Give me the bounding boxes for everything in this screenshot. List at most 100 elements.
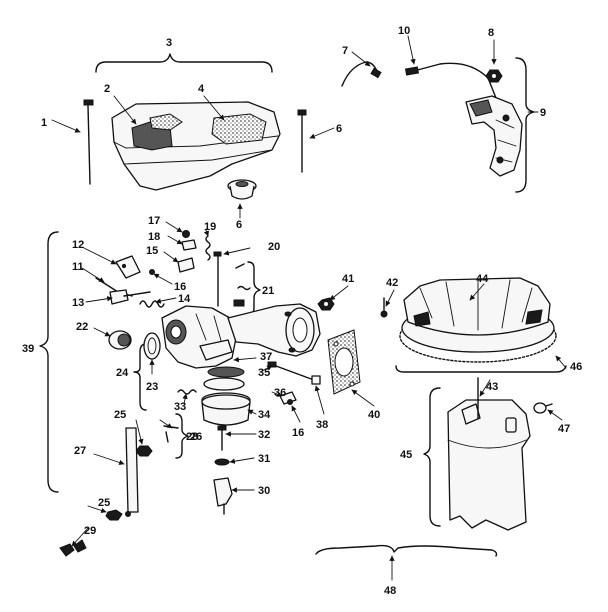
spring-14 <box>139 300 165 308</box>
spring-33 <box>177 389 197 395</box>
callout-13: 13 <box>72 297 84 309</box>
callout-1: 1 <box>41 117 47 129</box>
engine-block <box>447 399 531 531</box>
throttle-cable <box>315 544 498 557</box>
spring-19 <box>205 235 211 261</box>
fuel-bowl <box>201 377 251 426</box>
callout-25-top: 25 <box>114 409 126 421</box>
blower-group <box>380 277 567 373</box>
callout-19: 19 <box>204 221 216 233</box>
callout-9: 9 <box>540 107 546 119</box>
callout-22: 22 <box>76 321 88 333</box>
callout-6-right: 6 <box>336 123 342 135</box>
callout-42: 42 <box>386 277 398 289</box>
choke-plate <box>115 255 141 279</box>
bowl-bolt <box>217 425 227 451</box>
bracket-45 <box>423 387 441 527</box>
screw-42 <box>380 297 388 318</box>
rod-27 <box>125 427 139 513</box>
gasket-23 <box>143 332 161 360</box>
screw-20 <box>213 251 222 307</box>
callout-47: 47 <box>558 423 570 435</box>
washer-31 <box>214 458 230 466</box>
screw-1 <box>83 99 94 185</box>
callout-15: 15 <box>146 245 158 257</box>
callout-2: 2 <box>104 83 110 95</box>
callout-48: 48 <box>384 585 396 597</box>
leader-lines <box>51 35 567 581</box>
callout-31: 31 <box>258 453 270 465</box>
callout-21: 21 <box>262 285 274 297</box>
fuel-cap <box>227 179 257 200</box>
callout-6-cap: 6 <box>236 219 242 231</box>
callout-4: 4 <box>198 83 205 95</box>
callout-46: 46 <box>570 361 582 373</box>
callout-12: 12 <box>72 239 84 251</box>
callout-30: 30 <box>258 485 270 497</box>
screw-6-right <box>297 109 307 173</box>
ignition-wire <box>409 62 497 99</box>
part-17 <box>182 230 190 238</box>
engine-block-group <box>423 377 553 531</box>
callout-28: 28 <box>186 431 198 443</box>
bracket-24 <box>133 343 147 411</box>
callout-44: 44 <box>476 273 489 285</box>
callout-25-bottom: 25 <box>98 497 110 509</box>
callout-24: 24 <box>116 367 129 379</box>
callout-36: 36 <box>274 387 286 399</box>
callout-14: 14 <box>178 293 191 305</box>
callout-7: 7 <box>342 45 348 57</box>
bracket-3 <box>95 53 273 73</box>
tank-label-area <box>211 113 267 145</box>
callout-18: 18 <box>148 231 160 243</box>
bracket-46 <box>395 365 567 373</box>
drain-valve <box>213 477 233 515</box>
part-16 <box>149 269 155 275</box>
screw-38 <box>287 399 293 405</box>
rotating-screen <box>403 277 551 336</box>
callout-33: 33 <box>174 401 186 413</box>
nut-8 <box>485 69 503 83</box>
callout-11: 11 <box>72 261 84 273</box>
callout-35: 35 <box>258 367 270 379</box>
callout-29: 29 <box>84 525 96 537</box>
callout-32: 32 <box>258 429 270 441</box>
part-18 <box>181 239 197 251</box>
bracket-26 <box>175 413 189 459</box>
callout-10: 10 <box>398 25 410 37</box>
gasket-37 <box>207 366 245 378</box>
callout-8: 8 <box>488 27 494 39</box>
spark-plug-47 <box>533 402 553 414</box>
carburetor-group <box>39 230 361 557</box>
callout-20: 20 <box>268 241 280 253</box>
ignition-group <box>341 57 535 193</box>
callout-45: 45 <box>400 449 412 461</box>
callout-37: 37 <box>260 351 272 363</box>
callout-39: 39 <box>22 343 34 355</box>
part-15 <box>177 257 195 273</box>
throttle-parts-21 <box>233 263 251 307</box>
wing-nut-29 <box>59 539 87 557</box>
callout-3: 3 <box>166 37 172 49</box>
bracket-21 <box>247 261 261 315</box>
callout-43: 43 <box>486 381 498 393</box>
callout-17: 17 <box>148 215 160 227</box>
callout-23: 23 <box>146 381 158 393</box>
callout-16: 16 <box>174 281 186 293</box>
callout-34: 34 <box>258 409 271 421</box>
callout-26: 26 <box>190 431 202 443</box>
bracket-39 <box>39 231 59 493</box>
callout-38: 38 <box>316 419 328 431</box>
nut-25-bottom <box>105 509 131 521</box>
fuel-tank-group <box>83 53 307 200</box>
callout-40: 40 <box>368 409 380 421</box>
callout-27: 27 <box>74 445 86 457</box>
callout-16-lower: 16 <box>292 427 304 439</box>
nut-41 <box>317 297 335 311</box>
part-22 <box>108 330 132 350</box>
screw-35 <box>267 361 321 385</box>
callout-labels: 1 2 3 4 6 6 7 8 9 10 11 12 13 14 15 16 1… <box>22 25 582 597</box>
nut-25-top <box>135 445 153 457</box>
callout-41: 41 <box>342 273 354 285</box>
